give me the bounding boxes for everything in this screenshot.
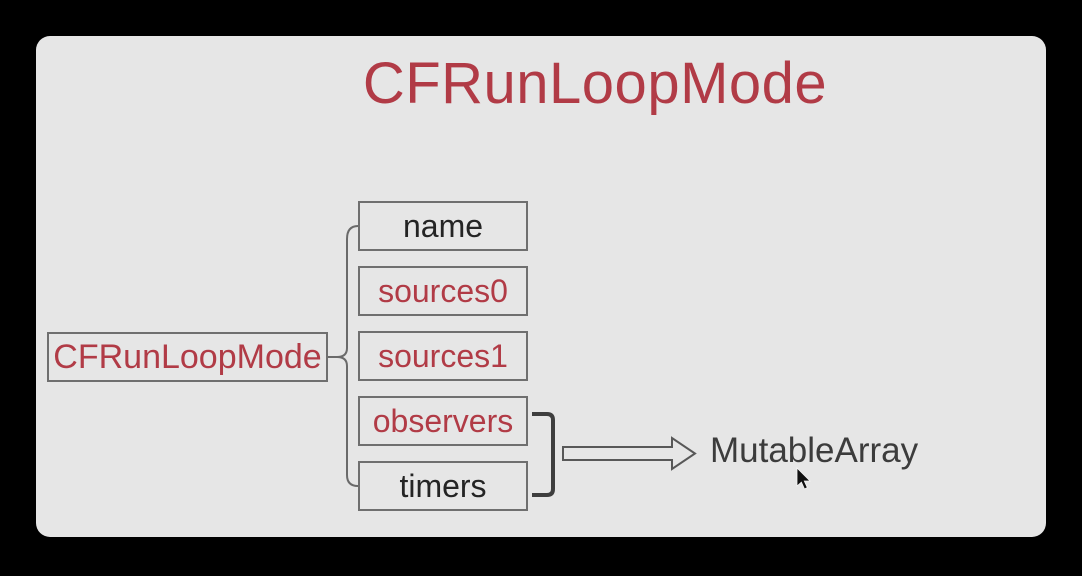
mouse-cursor xyxy=(796,467,811,490)
struct-box-cfrunloopmode: CFRunLoopMode xyxy=(47,332,328,382)
arrow-to-mutablearray xyxy=(562,436,697,471)
grouping-bracket xyxy=(532,412,555,497)
field-label-name: name xyxy=(402,207,484,244)
brace-connector xyxy=(336,225,359,487)
field-label-sources0: sources0 xyxy=(378,272,508,309)
field-box-observers: observers xyxy=(358,396,528,446)
field-label-observers: observers xyxy=(372,402,514,439)
field-box-sources0: sources0 xyxy=(358,266,528,316)
field-box-timers: timers xyxy=(358,461,528,511)
struct-box-label: CFRunLoopMode xyxy=(53,337,322,376)
diagram-title: CFRunLoopMode xyxy=(362,51,828,116)
field-box-name: name xyxy=(358,201,528,251)
field-label-timers: timers xyxy=(399,467,487,504)
field-box-sources1: sources1 xyxy=(358,331,528,381)
slide-card: CFRunLoopMode CFRunLoopMode name sources… xyxy=(36,36,1046,537)
mutablearray-label: MutableArray xyxy=(710,431,919,470)
field-label-sources1: sources1 xyxy=(378,337,508,374)
